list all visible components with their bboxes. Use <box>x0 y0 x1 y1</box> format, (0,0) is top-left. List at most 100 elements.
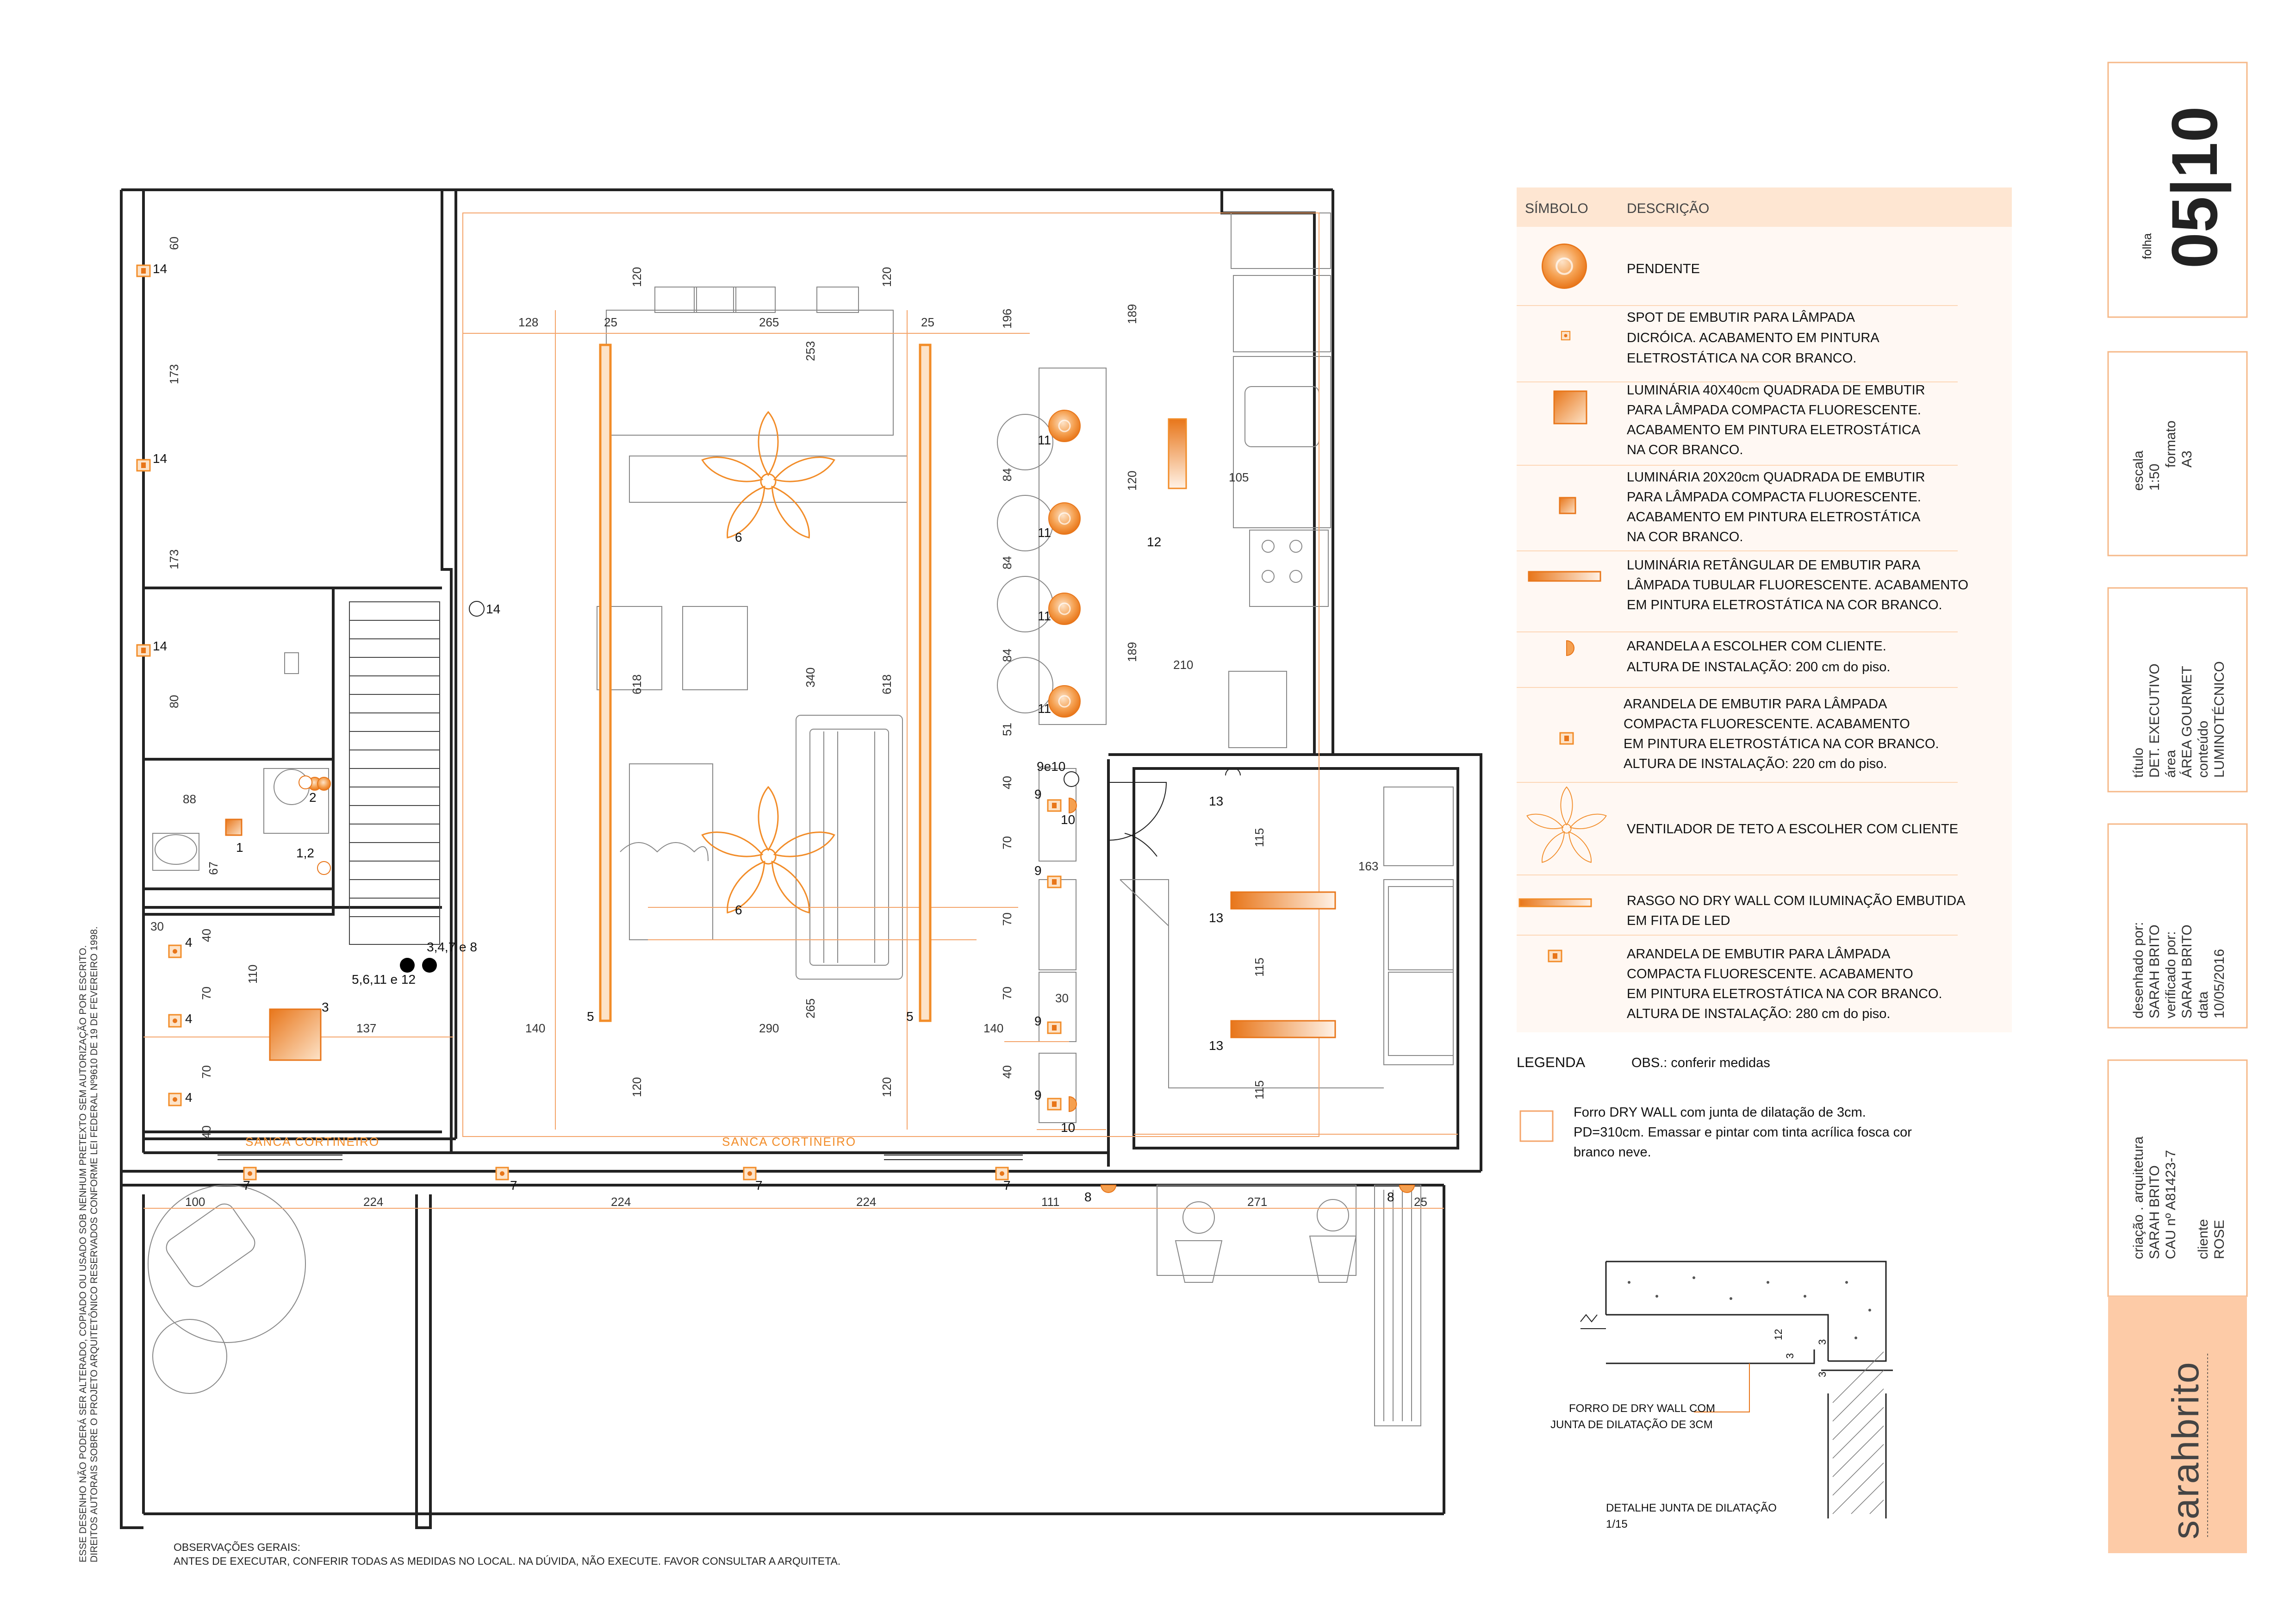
legend-row-3-line-4: NA COR BRANCO. <box>1627 443 1743 457</box>
rect-luminaire-icon <box>1230 891 1336 910</box>
dim-label: 84 <box>1000 468 1014 481</box>
pendant-icon <box>317 777 331 791</box>
dim-label: 115 <box>1252 958 1266 977</box>
lamp-tag: 12 <box>1147 535 1161 549</box>
ceiling-fan-icon <box>698 411 838 544</box>
conteudo-value: LUMINOTÉCNICO <box>2212 661 2227 778</box>
detail-label-line-1: FORRO DE DRY WALL COM <box>1569 1402 1715 1415</box>
dim-label: 120 <box>880 267 894 287</box>
data-label: data <box>2196 991 2211 1018</box>
lamp-tag: 9e10 <box>1037 759 1065 774</box>
dim-label: 80 <box>167 695 181 708</box>
formato-label: formato <box>2163 420 2178 468</box>
dim-label: 110 <box>246 965 260 984</box>
cau-number: CAU nº A81423-7 <box>2163 1150 2178 1259</box>
lamp-tag: 7 <box>243 1178 250 1193</box>
lamp-tag: 10 <box>1061 812 1075 827</box>
dim-label: 84 <box>1000 649 1014 662</box>
cliente-value: ROSE <box>2212 1220 2227 1259</box>
legend-rect-luminaire-icon <box>1528 571 1601 582</box>
legend-row-7-line-3: EM PINTURA ELETROSTÁTICA NA COR BRANCO. <box>1624 736 1939 751</box>
spot-icon <box>743 1167 757 1181</box>
dim-label: 67 <box>206 862 220 875</box>
dim-label: 25 <box>604 315 617 329</box>
plan-tags: 14 14 14 14 2 1 1,2 4 4 4 3 3,4,7 e 8 5,… <box>153 262 1394 1204</box>
dim-label: 120 <box>630 267 644 287</box>
lamp-tag: 1,2 <box>296 846 314 860</box>
legend-row-10-line-3: EM PINTURA ELETROSTÁTICA NA COR BRANCO. <box>1627 986 1942 1001</box>
dim-label: 40 <box>1000 776 1014 789</box>
legend-row-10-line-4: ALTURA DE INSTALAÇÃO: 280 cm do piso. <box>1627 1006 1890 1021</box>
wall-lamp-icon <box>1069 798 1077 813</box>
titulo-label: título <box>2131 748 2146 778</box>
legend-header-description: DESCRIÇÃO <box>1627 200 1709 216</box>
led-strip-right <box>919 344 932 1022</box>
legend-row-7-line-4: ALTURA DE INSTALAÇÃO: 220 cm do piso. <box>1624 756 1887 771</box>
desenhado-value: SARAH BRITO <box>2147 924 2162 1018</box>
dim-label: 140 <box>525 1021 545 1035</box>
dim-label: 25 <box>1414 1195 1427 1209</box>
verificado-label: verificado por: <box>2163 931 2178 1018</box>
escala-value: 1:50 <box>2147 464 2162 491</box>
wall-lamp-icon <box>1101 1185 1116 1193</box>
legend-row-9-line-1: RASGO NO DRY WALL COM ILUMINAÇÃO EMBUTID… <box>1627 893 1966 908</box>
drywall-note-line-1: Forro DRY WALL com junta de dilatação de… <box>1574 1105 1866 1120</box>
lamp-tag: 13 <box>1209 1038 1223 1053</box>
legend-row-4-line-1: LUMINÁRIA 20X20cm QUADRADA DE EMBUTIR <box>1627 469 1925 485</box>
lamp-tag: 1 <box>236 840 243 855</box>
dim-label: 173 <box>167 364 181 384</box>
formato-value: A3 <box>2179 450 2195 468</box>
desenhado-label: desenhado por: <box>2131 922 2146 1018</box>
legend-row-5-line-1: LUMINÁRIA RETÂNGULAR DE EMBUTIR PARA <box>1627 557 1921 573</box>
legend-luminaire-40-icon <box>1553 390 1587 425</box>
legend-row-9-line-2: EM FITA DE LED <box>1627 913 1730 928</box>
pendant-icon <box>1048 409 1081 443</box>
lamp-tag: 14 <box>153 639 167 653</box>
dim-label: 618 <box>880 675 894 694</box>
spot-icon <box>168 1093 182 1106</box>
drywall-swatch-icon <box>1519 1110 1554 1142</box>
dim-label: 265 <box>759 315 779 329</box>
recessed-wall-lamp-280-icon <box>1047 1098 1062 1111</box>
wall-lamp-icon <box>1399 1185 1415 1193</box>
studio-logo: sarahbrito <box>2165 1361 2207 1539</box>
lamp-tag: 6 <box>735 903 742 917</box>
luminaire-40-icon <box>269 1008 322 1061</box>
pendant-icon <box>1048 502 1081 535</box>
legend-row-10-line-1: ARANDELA DE EMBUTIR PARA LÂMPADA <box>1627 946 1891 962</box>
conteudo-label: conteúdo <box>2196 721 2211 778</box>
legend-recessed-wall-lamp-280-icon <box>1548 949 1562 962</box>
data-value: 10/05/2016 <box>2212 949 2227 1018</box>
copyright-notice-line-2: DIREITOS AUTORAIS SOBRE O PROJETO ARQUIT… <box>89 926 100 1562</box>
recessed-wall-lamp-icon <box>136 264 151 277</box>
lamp-tag: 14 <box>153 451 167 466</box>
cliente-label: cliente <box>2196 1219 2211 1259</box>
legend-spot-icon <box>1561 331 1571 341</box>
dim-label: 115 <box>1252 828 1266 847</box>
lamp-tag: 8 <box>1084 1190 1092 1204</box>
legend-row-4-line-2: PARA LÂMPADA COMPACTA FLUORESCENTE. <box>1627 489 1921 505</box>
dim-label: 115 <box>1252 1081 1266 1099</box>
lamp-tag: 13 <box>1209 794 1223 808</box>
lamp-tag: 5 <box>587 1009 594 1024</box>
lamp-tag: 11 <box>1038 525 1051 540</box>
lamp-tag: 14 <box>153 262 167 276</box>
dim-label: 224 <box>856 1195 876 1209</box>
lamp-tag: 6 <box>735 530 742 544</box>
lamp-tag: 4 <box>185 935 193 949</box>
dim-label: 253 <box>803 341 817 361</box>
lamp-tag: 7 <box>510 1178 517 1193</box>
legend-row-1-line-1: PENDENTE <box>1627 262 1700 276</box>
title-block: folha 05|10 escala 1:50 formato A3 títul… <box>2107 62 2248 1553</box>
led-strip-left <box>599 344 612 1022</box>
lamp-tag: 7 <box>755 1178 763 1193</box>
lamp-tag: 11 <box>1038 701 1051 716</box>
dim-label: 224 <box>363 1195 383 1209</box>
observations-text: ANTES DE EXECUTAR, CONFERIR TODAS AS MED… <box>174 1555 840 1567</box>
dim-label: 70 <box>199 1065 213 1079</box>
dim-label: 290 <box>759 1021 779 1035</box>
dim-label: 173 <box>167 550 181 569</box>
verificado-value: SARAH BRITO <box>2179 924 2195 1018</box>
recessed-wall-lamp-icon <box>136 644 151 657</box>
drywall-note-line-2: PD=310cm. Emassar e pintar com tinta acr… <box>1574 1125 1912 1140</box>
